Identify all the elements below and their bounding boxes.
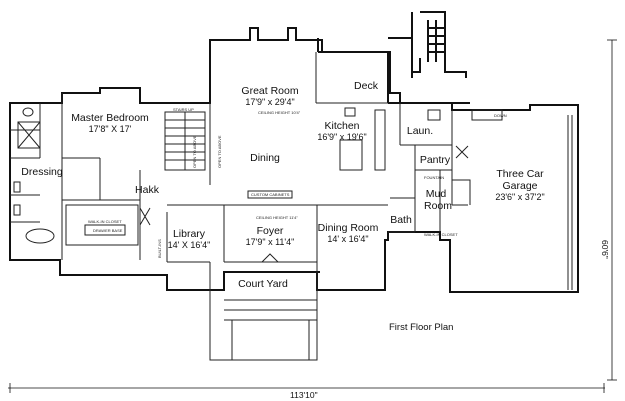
plan-title: First Floor Plan <box>389 322 454 333</box>
shower <box>17 121 41 149</box>
down-note: DOWN <box>494 113 507 118</box>
exterior-stair <box>411 11 467 78</box>
toilet <box>22 107 34 117</box>
overall-width-label: 113'10" <box>290 390 318 400</box>
built-ins-note: BUILT-INS <box>157 239 162 258</box>
drawer-base <box>84 224 126 236</box>
mud-closet-note: WALK-IN CLOSET <box>424 232 458 237</box>
exterior-walls <box>9 27 579 293</box>
garage-steps <box>452 179 471 205</box>
foyer-label: Foyer 17'9" x 11'4" <box>245 225 295 248</box>
drawer-base-note: DRAWER BASE <box>93 228 123 233</box>
kitchen-island <box>339 139 363 171</box>
great-room-label: Great Room 17'9" x 29'4" <box>241 85 299 108</box>
service-walls <box>388 103 468 233</box>
fountain-note: FOUNTAIN <box>424 175 445 180</box>
garage-stair <box>471 109 503 121</box>
ceiling-foyer-note: CEILING HEIGHT 11'4" <box>256 215 298 220</box>
ceiling-great-note: CEILING HEIGHT 10'4" <box>258 110 301 115</box>
vanity-1 <box>13 181 21 193</box>
laundry-label: Laun. <box>406 125 434 137</box>
garage-doors <box>567 115 573 290</box>
closet-x <box>139 207 151 226</box>
dressing-walls <box>10 103 41 223</box>
master-walls <box>10 93 141 260</box>
walk-in-closet <box>65 204 139 246</box>
shower-x <box>17 121 41 149</box>
dining-room-label: Dining Room 14' x 16'4" <box>317 222 379 245</box>
bath-label: Bath <box>390 214 412 226</box>
open-above-2-note: OPEN TO ABOVE <box>217 135 222 168</box>
vanity-2 <box>13 204 21 216</box>
overall-depth-label: 60'6" <box>600 240 610 259</box>
hall-label: Hakk <box>135 184 159 196</box>
garage-label: Three Car Garage 23'6" x 37'2" <box>495 168 545 203</box>
library-label: Library 14' X 16'4" <box>167 228 211 251</box>
stairs-up-note: STAIRS UP <box>173 107 194 112</box>
mud-room-label: Mud Room <box>424 188 453 213</box>
courtyard <box>209 262 318 361</box>
deck-label: Deck <box>354 80 378 92</box>
foyer-walls <box>167 204 388 263</box>
court-yard-label: Court Yard <box>238 278 288 290</box>
library-builtins <box>166 212 210 263</box>
garage-x <box>455 145 469 159</box>
master-bedroom-label: Master Bedroom 17'8" X 17' <box>71 112 149 135</box>
dressing-label: Dressing <box>21 166 63 178</box>
front-door <box>261 253 279 263</box>
great-room-walls <box>209 52 388 185</box>
kitchen-counter <box>374 109 386 171</box>
walk-in-closet-note: WALK-IN CLOSET <box>88 219 122 224</box>
pantry-label: Pantry <box>419 154 451 166</box>
dining-label: Dining <box>250 152 280 164</box>
sink <box>344 107 356 117</box>
deck-outline <box>317 37 470 104</box>
laundry-machine <box>427 109 441 121</box>
stair-treads <box>165 112 205 170</box>
kitchen-label: Kitchen 16'9" x 19'6" <box>317 120 367 143</box>
tub <box>25 228 55 244</box>
open-above-1-note: OPEN TO ABOVE <box>192 135 197 168</box>
custom-cabinets <box>247 190 293 199</box>
custom-cabinets-note: CUSTOM CABINETS <box>251 192 290 197</box>
